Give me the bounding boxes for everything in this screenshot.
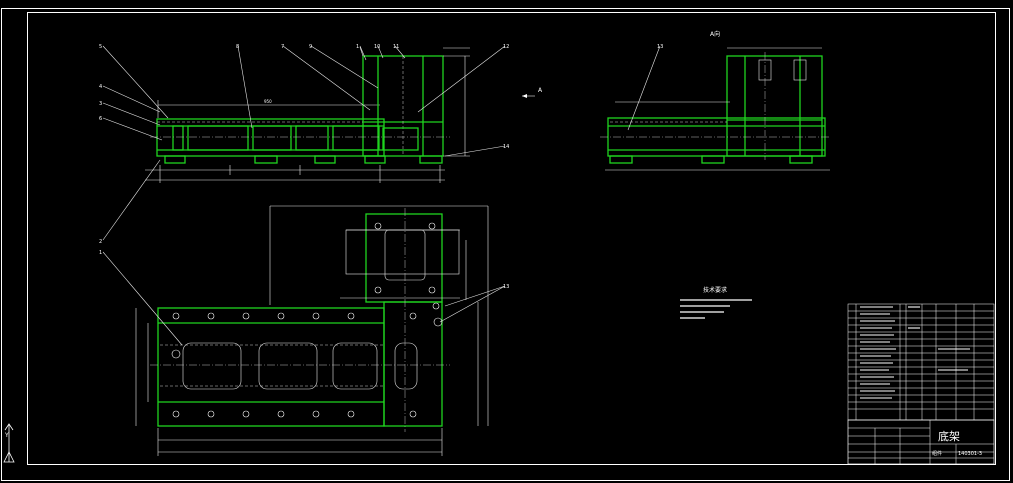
inner-border: [27, 12, 996, 465]
outer-frame: [1, 8, 1010, 481]
technical-requirements: 技术要求: [680, 286, 752, 319]
svg-text:4: 4: [99, 84, 102, 90]
view-arrow-label: A: [538, 87, 543, 94]
section-label: A向: [710, 30, 720, 38]
svg-text:1: 1: [356, 44, 359, 50]
svg-text:5: 5: [99, 44, 102, 50]
svg-text:8: 8: [236, 44, 239, 50]
svg-text:7: 7: [281, 44, 284, 50]
svg-text:950: 950: [264, 99, 272, 104]
svg-text:9: 9: [309, 44, 312, 50]
svg-text:13: 13: [657, 44, 663, 50]
svg-text:10: 10: [374, 44, 380, 50]
svg-text:2: 2: [99, 239, 102, 245]
plan-view: 2 1 13: [99, 205, 509, 456]
ucs-icon: Y: [3, 423, 15, 463]
svg-text:1: 1: [99, 250, 102, 256]
parts-list: [847, 303, 995, 421]
svg-text:14: 14: [503, 144, 509, 150]
svg-text:6: 6: [99, 116, 102, 122]
side-view-a: A向 13: [600, 30, 830, 171]
svg-text:11: 11: [393, 44, 399, 50]
svg-text:Y: Y: [4, 432, 9, 439]
drawing-number: 140301-3: [958, 451, 982, 457]
svg-text:3: 3: [99, 101, 102, 107]
requirements-title: 技术要求: [703, 286, 727, 294]
material-label: 组件: [932, 450, 942, 457]
front-view: 950: [99, 44, 543, 241]
title-block: 底架 组件 140301-3: [847, 419, 995, 465]
drawing-title: 底架: [938, 429, 960, 443]
svg-text:12: 12: [503, 44, 509, 50]
svg-text:13: 13: [503, 284, 509, 290]
